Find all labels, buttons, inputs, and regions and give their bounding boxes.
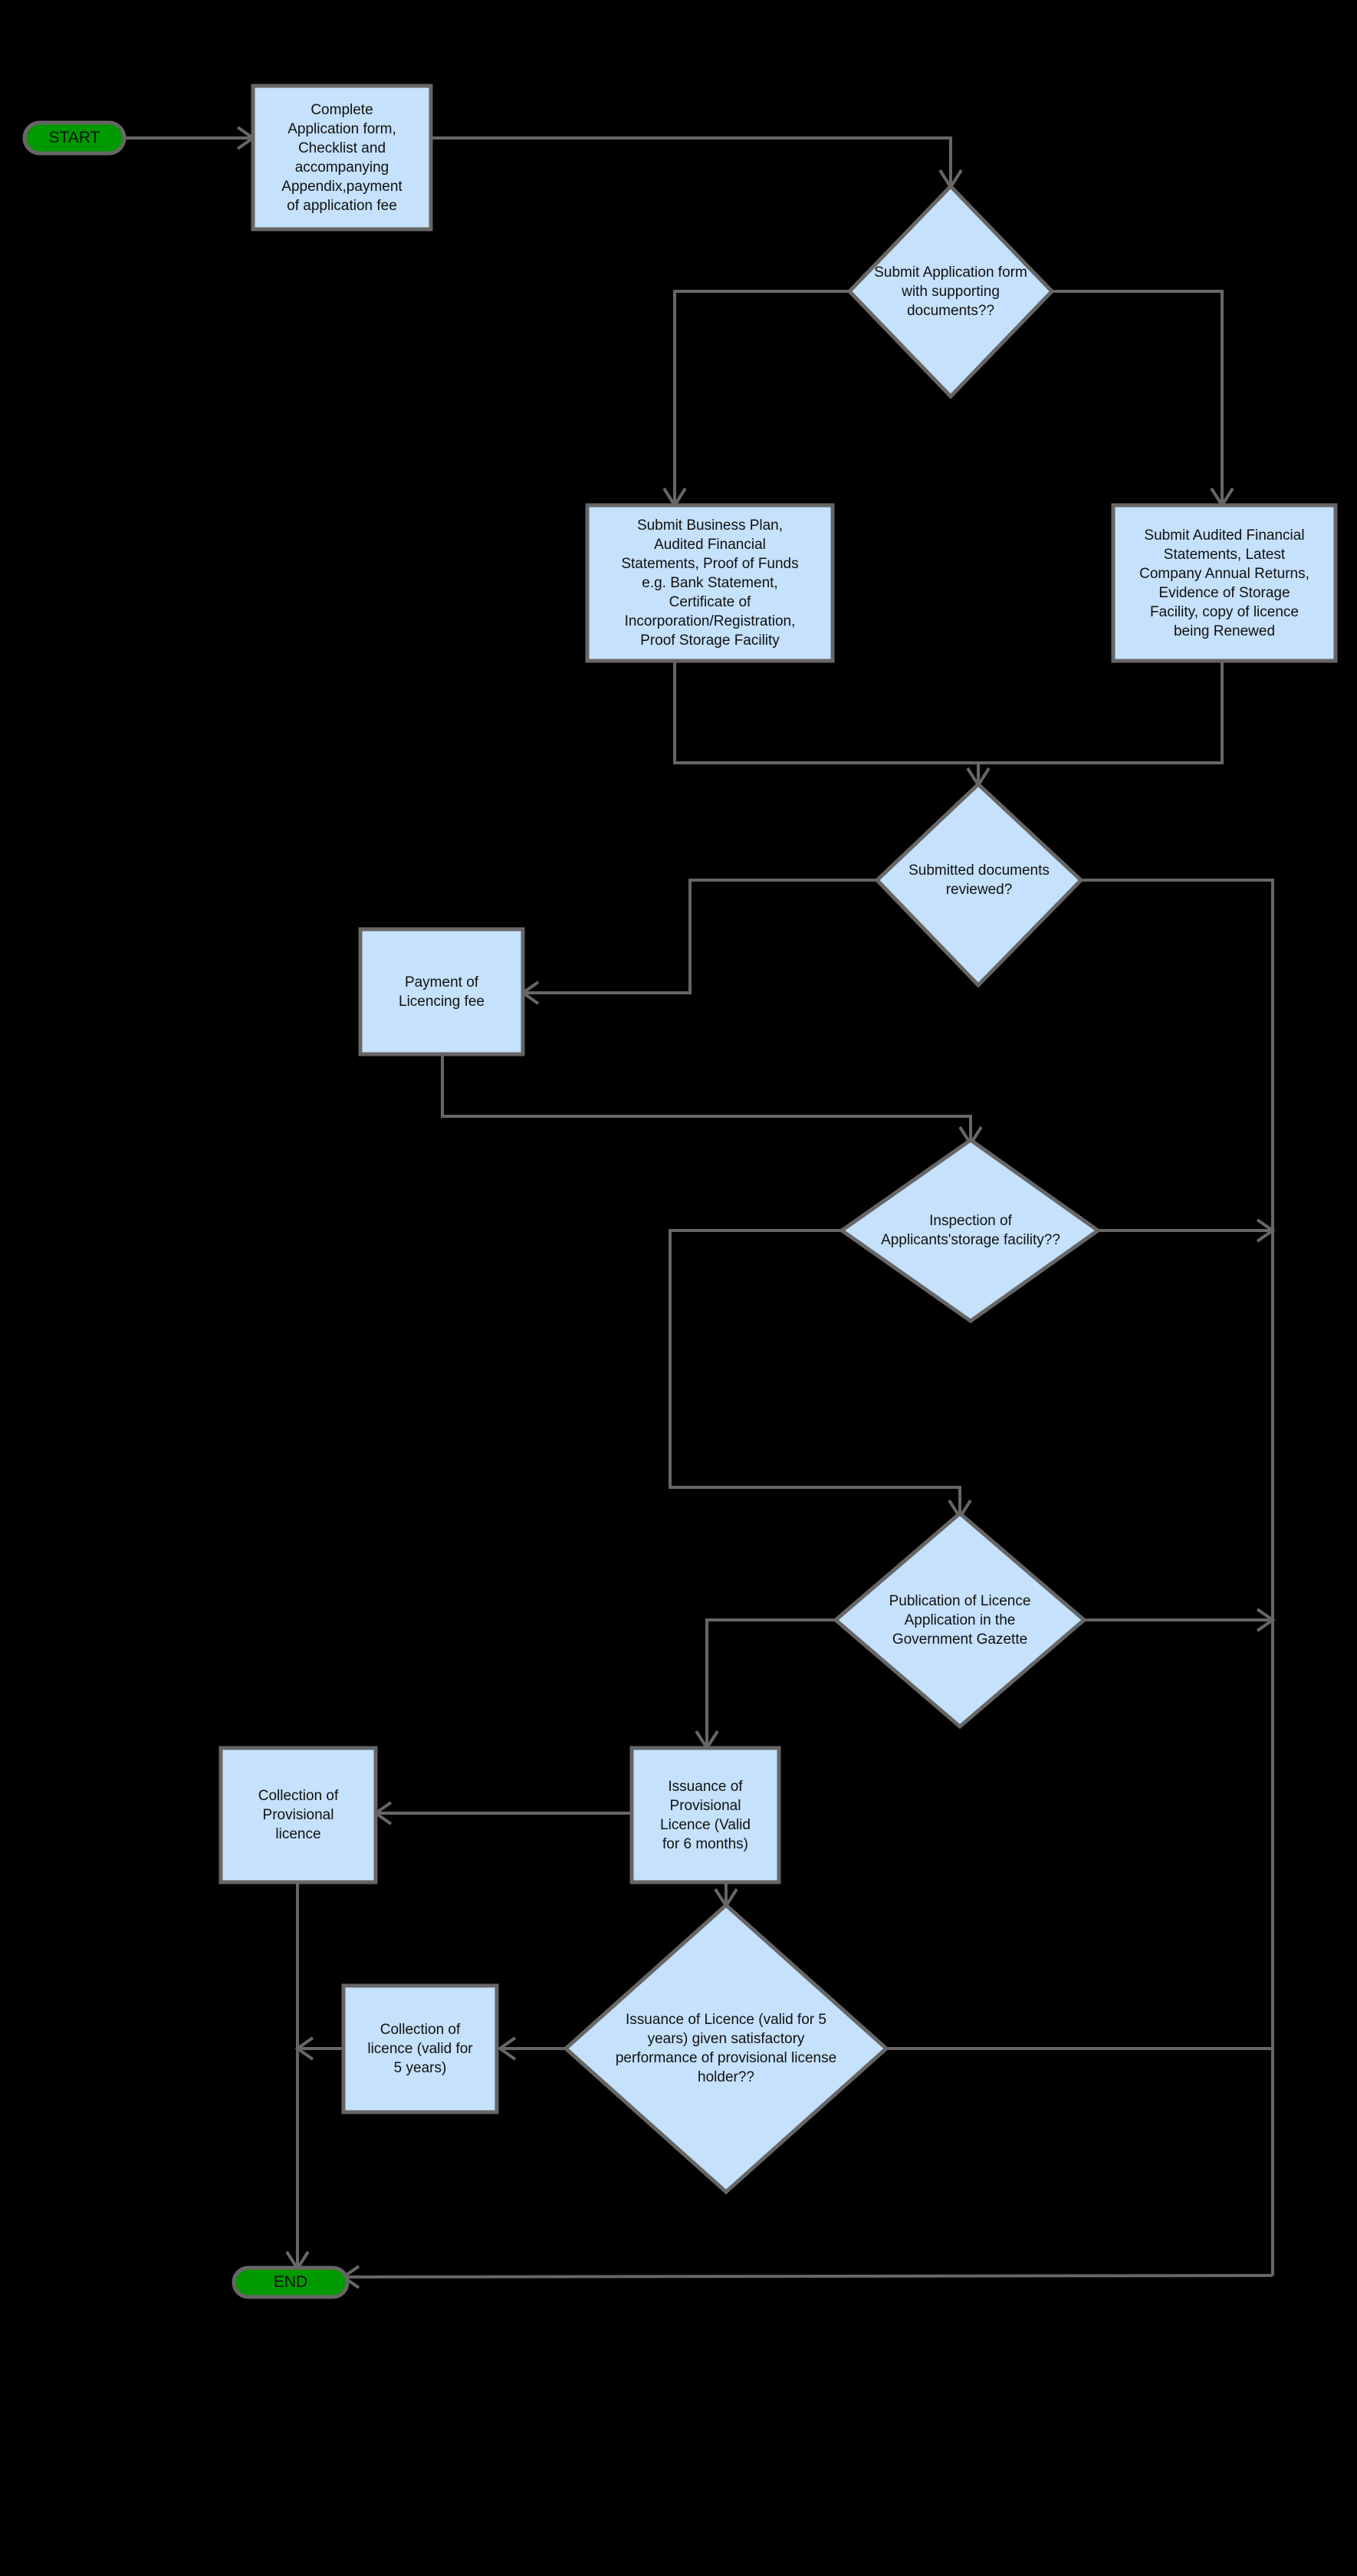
edge-documents-reviewed-to-right-rail xyxy=(1081,879,1274,2275)
arrowhead-collection-5-years-right xyxy=(497,2036,517,2061)
node-publication-gazette-decision[interactable] xyxy=(833,1510,1087,1730)
node-start[interactable] xyxy=(22,120,127,156)
node-submit-business-plan[interactable] xyxy=(585,503,835,663)
edge-business-plan-to-documents-reviewed xyxy=(673,661,980,782)
edge-right-rail-to-end xyxy=(346,2274,1273,2279)
node-payment-licencing-fee[interactable] xyxy=(358,927,525,1056)
node-issuance-provisional-licence[interactable] xyxy=(629,1746,781,1884)
edge-inspection-to-publication xyxy=(669,1229,961,1514)
edge-documents-reviewed-to-payment xyxy=(526,879,877,994)
nodes-layer xyxy=(22,84,1338,2299)
node-complete-application[interactable] xyxy=(251,84,433,232)
node-end[interactable] xyxy=(232,2266,350,2299)
edge-submit-decision-to-audited-financials xyxy=(1052,290,1224,502)
node-issuance-licence-decision[interactable] xyxy=(563,1902,889,2195)
node-submit-application-decision[interactable] xyxy=(846,183,1055,399)
node-documents-reviewed-decision[interactable] xyxy=(874,781,1084,988)
node-collection-licence-5-years[interactable] xyxy=(341,1983,499,2114)
edge-submit-decision-to-business-plan xyxy=(673,290,849,502)
arrowhead-end-rail-from-collection-5-years xyxy=(294,2036,314,2061)
edge-payment-to-inspection xyxy=(441,1054,972,1141)
arrowhead-right-rail-from-inspection xyxy=(1256,1218,1276,1243)
node-submit-audited-financials[interactable] xyxy=(1111,503,1338,663)
arrowhead-right-rail-from-publication xyxy=(1256,1608,1276,1632)
edge-publication-to-issuance-provisional xyxy=(705,1618,836,1745)
edge-audited-financials-to-documents-reviewed xyxy=(978,661,1224,764)
edge-complete-application-to-submit-decision xyxy=(431,136,952,184)
node-collection-provisional-licence[interactable] xyxy=(219,1746,378,1884)
node-inspection-decision[interactable] xyxy=(838,1137,1102,1324)
